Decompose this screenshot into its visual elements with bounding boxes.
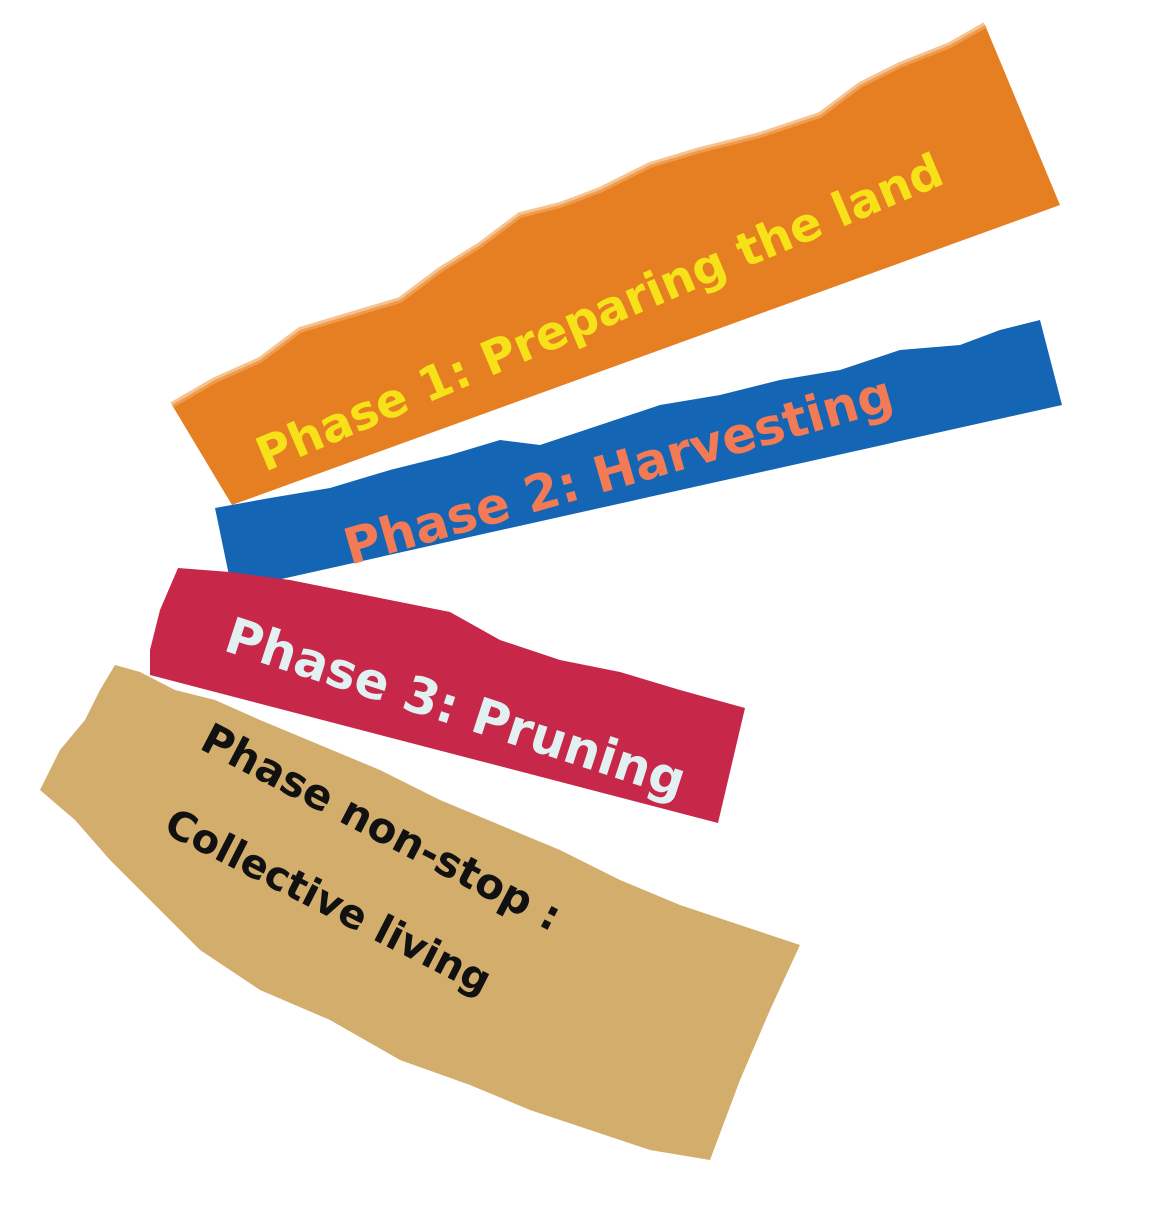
tan-paper bbox=[40, 665, 800, 1160]
blue-paper bbox=[215, 320, 1062, 590]
red-paper bbox=[150, 568, 745, 823]
orange-paper bbox=[172, 25, 1060, 505]
